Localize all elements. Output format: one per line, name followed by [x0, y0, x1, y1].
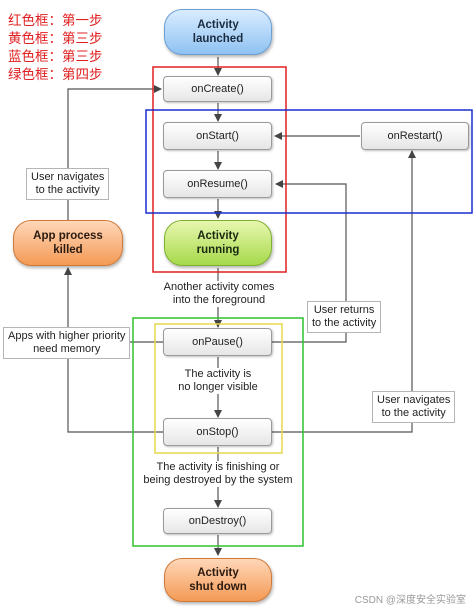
legend-red: 红色框：第一步: [8, 13, 103, 29]
on-resume-node: onResume(): [163, 170, 272, 198]
note-user-returns: User returns to the activity: [307, 301, 382, 333]
activity-shut-down-node: Activity shut down: [164, 558, 272, 602]
green-frame: [132, 317, 304, 547]
note-no-longer-visible: The activity is no longer visible: [170, 368, 266, 394]
arrow-stop-restart: [272, 150, 416, 433]
activity-launched-node: Activity launched: [164, 9, 272, 55]
note-user-navigates-right: User navigates to the activity: [372, 391, 456, 423]
red-frame: [152, 66, 287, 273]
note-higher-priority: Apps with higher priority need memory: [3, 327, 131, 359]
note-another-activity: Another activity comes into the foregrou…: [158, 281, 280, 307]
arrow-stop-killed: [64, 267, 164, 433]
activity-running-node: Activity running: [164, 220, 272, 266]
legend-blue: 蓝色框：第三步: [8, 49, 103, 65]
legend-green: 绿色框：第四步: [8, 67, 103, 83]
on-destroy-node: onDestroy(): [163, 508, 272, 534]
note-user-navigates-left: User navigates to the activity: [26, 168, 110, 200]
yellow-frame: [154, 323, 283, 454]
arrow-killed-create: [67, 85, 162, 220]
on-pause-node: onPause(): [163, 328, 272, 356]
arrow-pause-resume: [272, 180, 347, 343]
blue-frame: [145, 109, 473, 214]
on-restart-node: onRestart(): [361, 122, 469, 150]
legend-yellow: 黄色框：第三步: [8, 31, 103, 47]
app-process-killed-node: App process killed: [13, 220, 123, 266]
on-start-node: onStart(): [163, 122, 272, 150]
on-create-node: onCreate(): [163, 76, 272, 102]
note-finishing-destroyed: The activity is finishing or being destr…: [138, 461, 298, 487]
legend: 红色框：第一步 黄色框：第三步 蓝色框：第三步 绿色框：第四步: [8, 12, 103, 84]
watermark: CSDN @深度安全实验室: [354, 595, 466, 606]
on-stop-node: onStop(): [163, 418, 272, 446]
